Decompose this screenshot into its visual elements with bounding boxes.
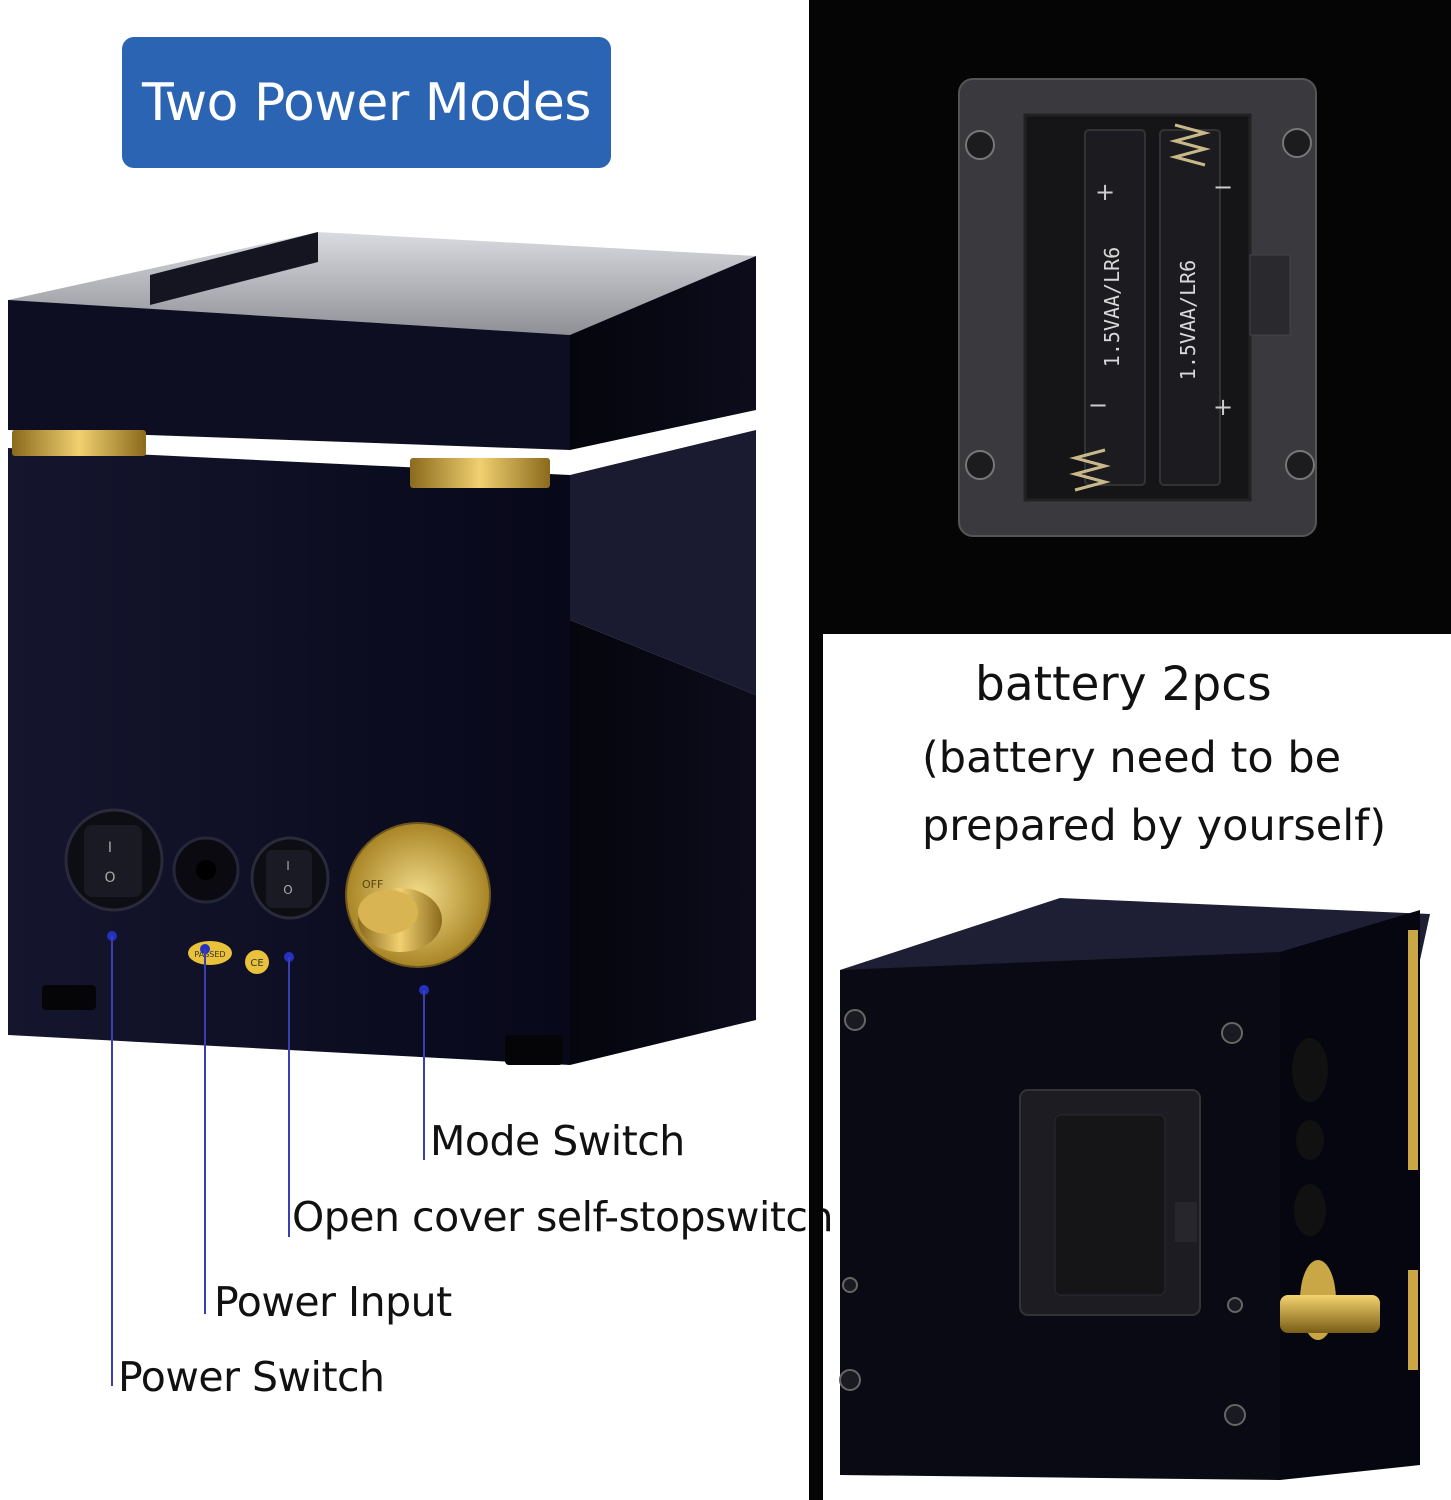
power-input-line <box>204 949 206 1314</box>
mode-knob: OFF <box>345 822 491 968</box>
battery-caption-line2: (battery need to be <box>922 733 1342 783</box>
power-input-label: Power Input <box>214 1278 452 1326</box>
power-input-jack <box>172 836 240 904</box>
power-switch-line <box>111 936 113 1386</box>
panel-divider <box>809 634 823 1500</box>
power-switch: I O <box>64 808 164 912</box>
svg-text:−: − <box>1088 391 1108 419</box>
svg-text:−: − <box>1213 173 1233 201</box>
hinge-right <box>410 458 550 488</box>
battery-slot-left <box>1084 129 1146 486</box>
spring-icon <box>1169 123 1211 167</box>
self-stop-line <box>288 957 290 1237</box>
svg-text:+: + <box>1213 393 1233 421</box>
watch-winder-rear-image <box>839 898 1430 1480</box>
mode-switch-line <box>423 990 425 1160</box>
svg-text:O: O <box>104 870 115 886</box>
page-title: Two Power Modes <box>141 72 592 133</box>
power-switch-label: Power Switch <box>118 1353 385 1401</box>
svg-text:1.5VAA/LR6: 1.5VAA/LR6 <box>1176 260 1200 380</box>
battery-caption-line3: prepared by yourself) <box>922 801 1387 851</box>
svg-text:+: + <box>1095 178 1115 206</box>
spring-icon <box>1069 448 1111 492</box>
svg-text:1.5VAA/LR6: 1.5VAA/LR6 <box>1100 247 1124 367</box>
title-badge: Two Power Modes <box>122 37 611 168</box>
svg-text:CE: CE <box>250 958 263 969</box>
screw-icon <box>965 130 995 160</box>
svg-text:OFF: OFF <box>362 878 383 891</box>
screw-icon <box>1282 128 1312 158</box>
svg-text:I: I <box>108 840 112 856</box>
hinge-left <box>12 430 146 456</box>
svg-text:I: I <box>286 859 290 873</box>
lid <box>8 232 756 450</box>
battery-compartment-image: 1.5VAA/LR6 1.5VAA/LR6 + − − + <box>958 78 1317 537</box>
self-stop-switch: I O <box>250 836 330 920</box>
mode-switch-label: Mode Switch <box>430 1117 685 1165</box>
passed-badge <box>188 941 232 965</box>
screw-icon <box>1285 450 1315 480</box>
battery-caption-title: battery 2pcs <box>975 657 1272 712</box>
open-cover-label: Open cover self-stopswitch <box>292 1193 833 1241</box>
svg-text:PASSED: PASSED <box>194 950 225 959</box>
svg-text:O: O <box>283 883 292 897</box>
ce-badge <box>245 950 269 974</box>
screw-icon <box>965 450 995 480</box>
watch-winder-front-image: I O I O OFF PASSED CE <box>8 232 756 1065</box>
